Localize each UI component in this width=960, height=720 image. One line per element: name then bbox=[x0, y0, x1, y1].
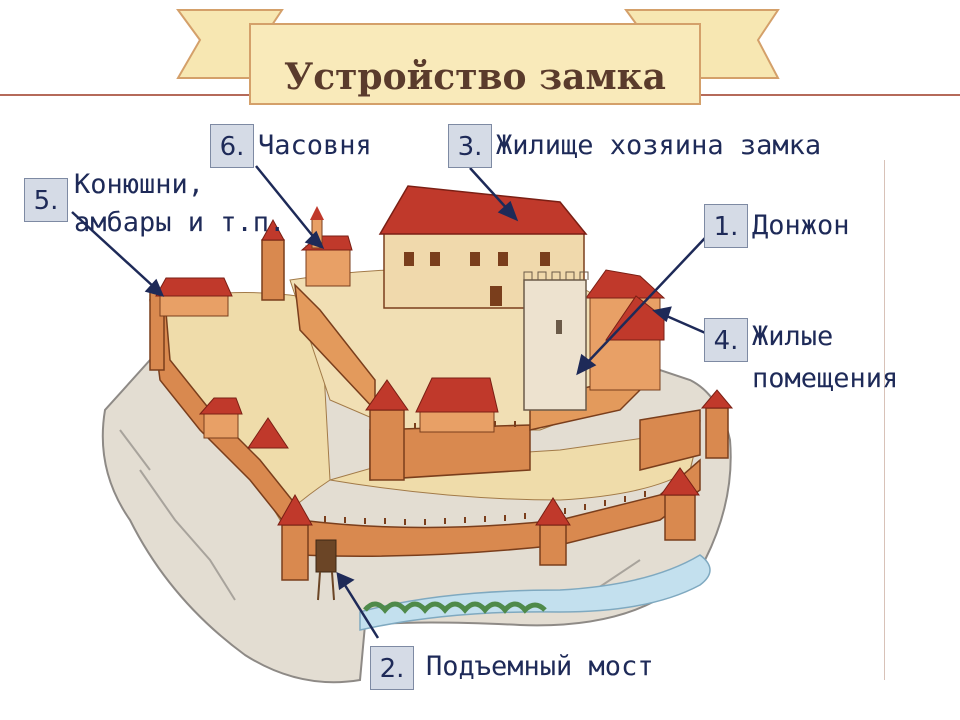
title-banner bbox=[176, 9, 780, 105]
residential-building bbox=[585, 269, 666, 391]
donjon-tower bbox=[523, 271, 589, 411]
towers bbox=[149, 218, 734, 581]
label-2-text: Подъемный мост bbox=[426, 651, 654, 682]
label-4-text-line1: Жилые bbox=[752, 321, 834, 352]
label-1-number: 1. bbox=[704, 204, 748, 248]
label-5-number: 5. bbox=[24, 178, 68, 222]
label-5-text-line2: амбары и т.п. bbox=[74, 207, 286, 238]
label-5-text-line1: Конюшни, bbox=[74, 169, 205, 200]
lord-dwelling-building bbox=[378, 185, 588, 309]
label-3-text: Жилище хозяина замка bbox=[496, 130, 822, 161]
label-4-number: 4. bbox=[704, 318, 748, 362]
label-4-text-line2: помещения bbox=[752, 363, 899, 394]
label-6-number: 6. bbox=[210, 124, 254, 168]
chapel-building bbox=[300, 206, 353, 287]
label-2-number: 2. bbox=[370, 646, 414, 690]
label-6-text: Часовня bbox=[258, 130, 372, 161]
drawbridge bbox=[315, 539, 337, 601]
right-margin-line bbox=[884, 160, 885, 680]
pointer-arrows bbox=[71, 165, 711, 639]
label-3-number: 3. bbox=[448, 124, 492, 168]
inner-house bbox=[198, 377, 499, 439]
stables-building bbox=[155, 277, 233, 317]
label-1-text: Донжон bbox=[752, 210, 850, 241]
page-title: Устройство замка bbox=[283, 56, 666, 98]
